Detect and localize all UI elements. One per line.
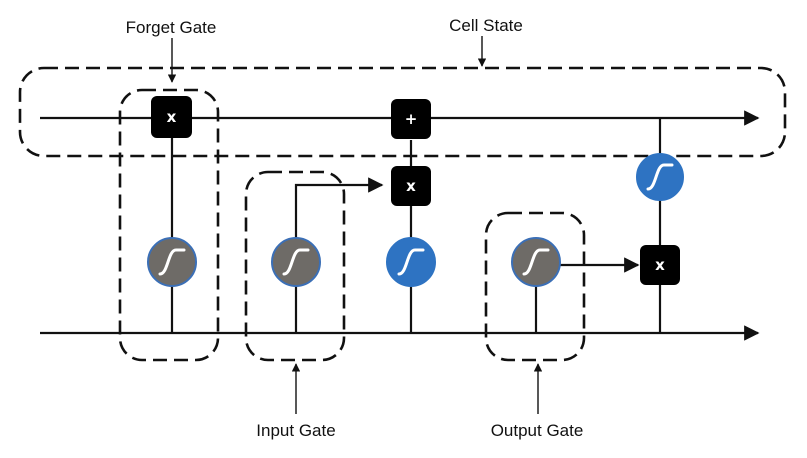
cell-tanh-icon	[636, 153, 684, 201]
svg-text:x: x	[406, 177, 416, 195]
cell-state-region	[18, 66, 787, 158]
input-multiply-op: x	[391, 166, 431, 206]
cell-add-op: +	[391, 99, 431, 139]
forget-gate-label: Forget Gate	[126, 18, 217, 37]
svg-text:+: +	[405, 110, 418, 128]
svg-text:x: x	[167, 108, 177, 126]
cell-state-label: Cell State	[449, 16, 523, 35]
svg-text:x: x	[655, 256, 665, 274]
forget-sigmoid-icon	[147, 237, 197, 287]
output-gate-label: Output Gate	[491, 421, 584, 440]
output-multiply-op: x	[640, 245, 680, 285]
output-gate-region	[484, 211, 586, 362]
input-gate-label: Input Gate	[256, 421, 335, 440]
output-sigmoid-icon	[511, 237, 561, 287]
input-gate-arrow	[294, 177, 384, 240]
candidate-tanh-icon	[386, 237, 436, 287]
forget-gate-region	[118, 88, 220, 362]
input-sigmoid-icon	[271, 237, 321, 287]
input-gate-region	[244, 170, 346, 362]
forget-multiply-op: x	[151, 96, 192, 138]
